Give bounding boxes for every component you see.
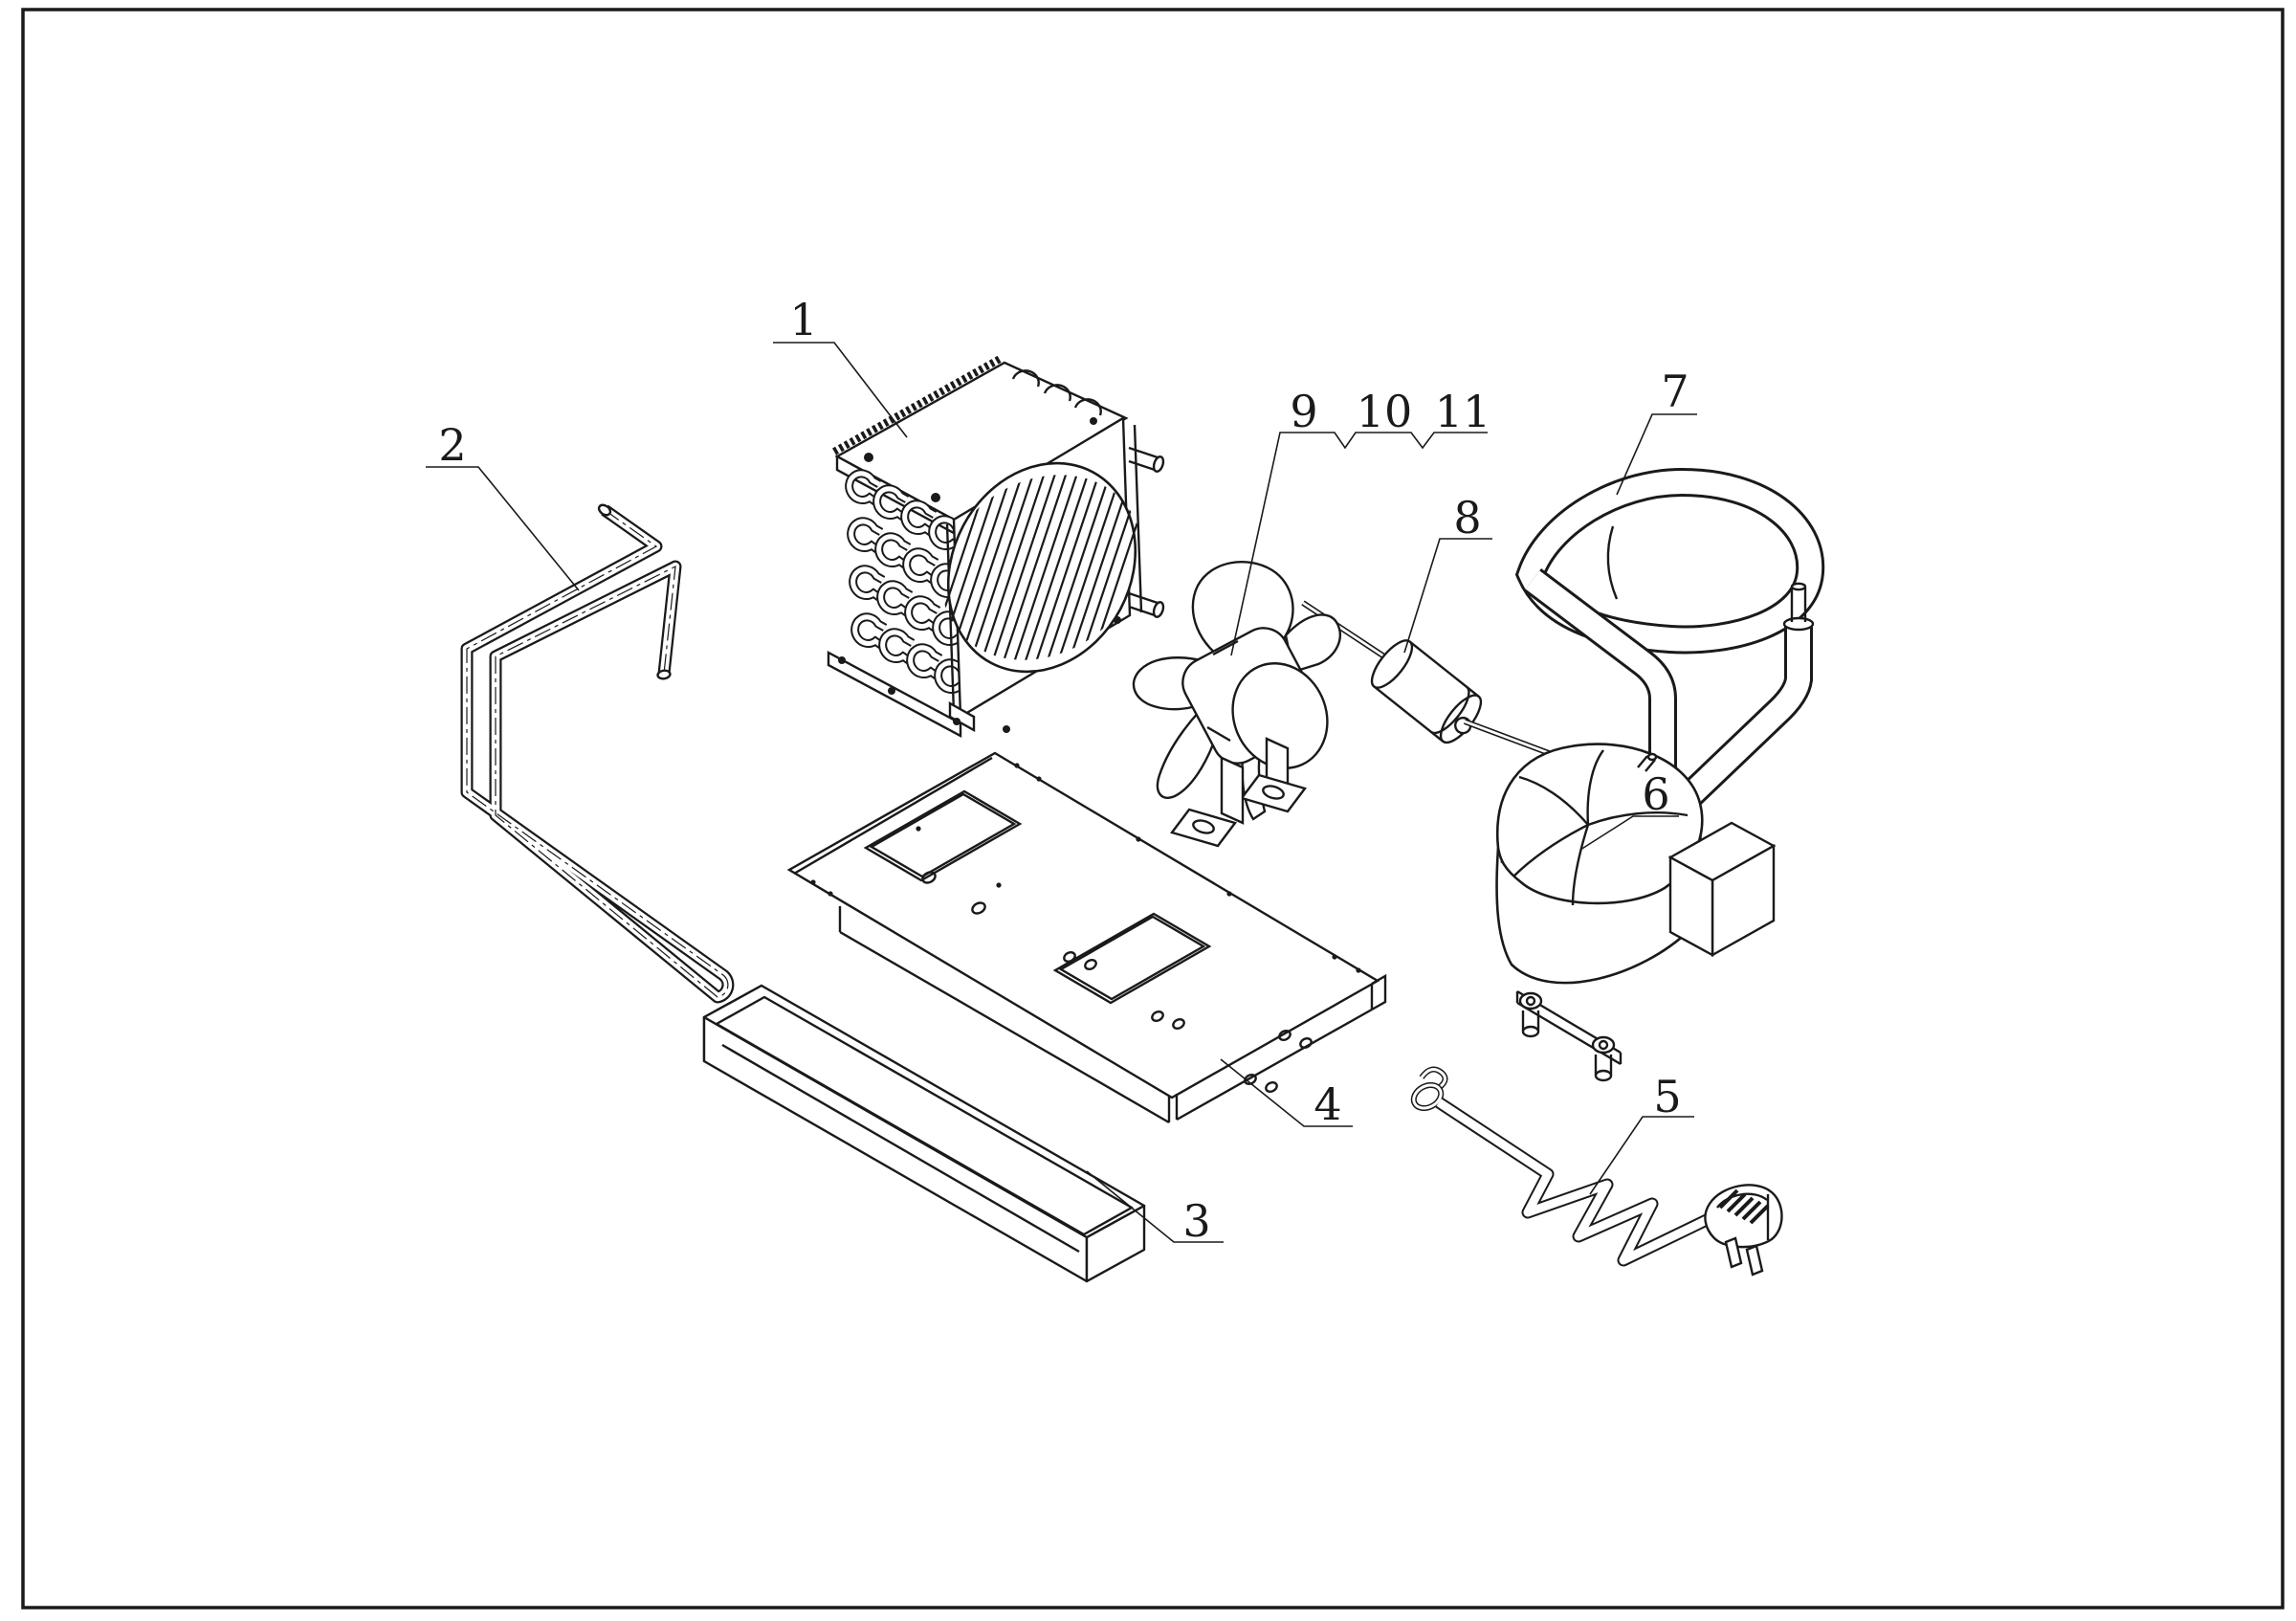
- compressor-dome: [1495, 743, 1704, 905]
- tray-inner-rim: [715, 995, 1134, 1236]
- shroud-foot-tab: [948, 700, 976, 733]
- plug: [1704, 1184, 1783, 1277]
- tube-centerline: [466, 509, 729, 998]
- process-stub: [1637, 752, 1658, 772]
- part-6-compressor: [1495, 743, 1777, 1082]
- plate-holes: [921, 871, 1313, 1093]
- compressor-terminal-box: [1667, 821, 1777, 958]
- dome-seams: [1512, 749, 1689, 906]
- part-2-bent-tube: [460, 503, 735, 1004]
- base-plate-face: [786, 751, 1380, 1099]
- part-label-2: 2: [438, 419, 466, 471]
- leader-6: [1579, 815, 1679, 851]
- part-10-fan-motor: [1181, 627, 1329, 769]
- leader-9-10-11: [1230, 432, 1488, 656]
- tray-inner-bottom: [721, 1043, 1080, 1254]
- part-label-10: 10: [1357, 386, 1413, 437]
- plate-cutout: [863, 789, 1212, 1005]
- leader-5: [1589, 1116, 1694, 1195]
- coil-bottom-plate: [827, 650, 962, 739]
- part-labels: 1 2 3 4 5 6 7 8 9 10 11: [438, 294, 1689, 1247]
- tube-end-cap: [597, 503, 612, 517]
- motor-front-face: [1231, 662, 1329, 769]
- tube-outline: [460, 504, 735, 1004]
- part-label-6: 6: [1642, 768, 1669, 820]
- drawing-border: [21, 8, 2285, 1610]
- leader-7: [1616, 413, 1697, 496]
- leader-lines: [426, 342, 1697, 1243]
- part-label-4: 4: [1314, 1078, 1341, 1130]
- part-label-5: 5: [1653, 1071, 1681, 1122]
- top-tube-bends: [1011, 369, 1102, 416]
- part-label-7: 7: [1661, 366, 1689, 417]
- part-4-base-plate: [786, 751, 1387, 1124]
- part-label-8: 8: [1453, 492, 1481, 544]
- part-3-drain-tray: [702, 984, 1146, 1283]
- fitting-cap: [1790, 582, 1807, 591]
- tray-rim: [702, 984, 1146, 1239]
- plate-right-flange: [1175, 984, 1374, 1121]
- leader-4: [1220, 1058, 1353, 1127]
- plate-front-flange: [838, 906, 1171, 1124]
- plug-prong: [1745, 1244, 1764, 1277]
- loop-seam: [1606, 525, 1619, 600]
- compressor-base-feet: [1515, 989, 1623, 1082]
- leader-2: [426, 466, 580, 591]
- part-label-11: 11: [1435, 386, 1491, 437]
- part-label-1: 1: [789, 294, 817, 345]
- leader-3: [1086, 1170, 1224, 1243]
- part-1-condenser-unit: [827, 354, 1165, 739]
- part-11-motor-bracket: [1170, 737, 1307, 848]
- leader-8: [1403, 538, 1492, 654]
- tube-fitting: [1782, 616, 1815, 632]
- part-8-filter-drier: [1301, 600, 1564, 762]
- plug-grip-ridges: [1718, 1188, 1770, 1225]
- leader-1: [773, 342, 908, 438]
- fan-motor-bracket-assembly: [1132, 561, 1341, 848]
- tube-end-cap: [656, 669, 672, 680]
- refrigerant-stub-pipes: [1128, 446, 1165, 618]
- plate-rivet-dots: [810, 763, 1361, 973]
- cord-terminal-end: [1410, 1066, 1448, 1111]
- part-5-power-cord: [1410, 1066, 1783, 1277]
- part-label-3: 3: [1182, 1195, 1210, 1247]
- plug-prong: [1724, 1236, 1743, 1269]
- part-label-9: 9: [1290, 386, 1317, 437]
